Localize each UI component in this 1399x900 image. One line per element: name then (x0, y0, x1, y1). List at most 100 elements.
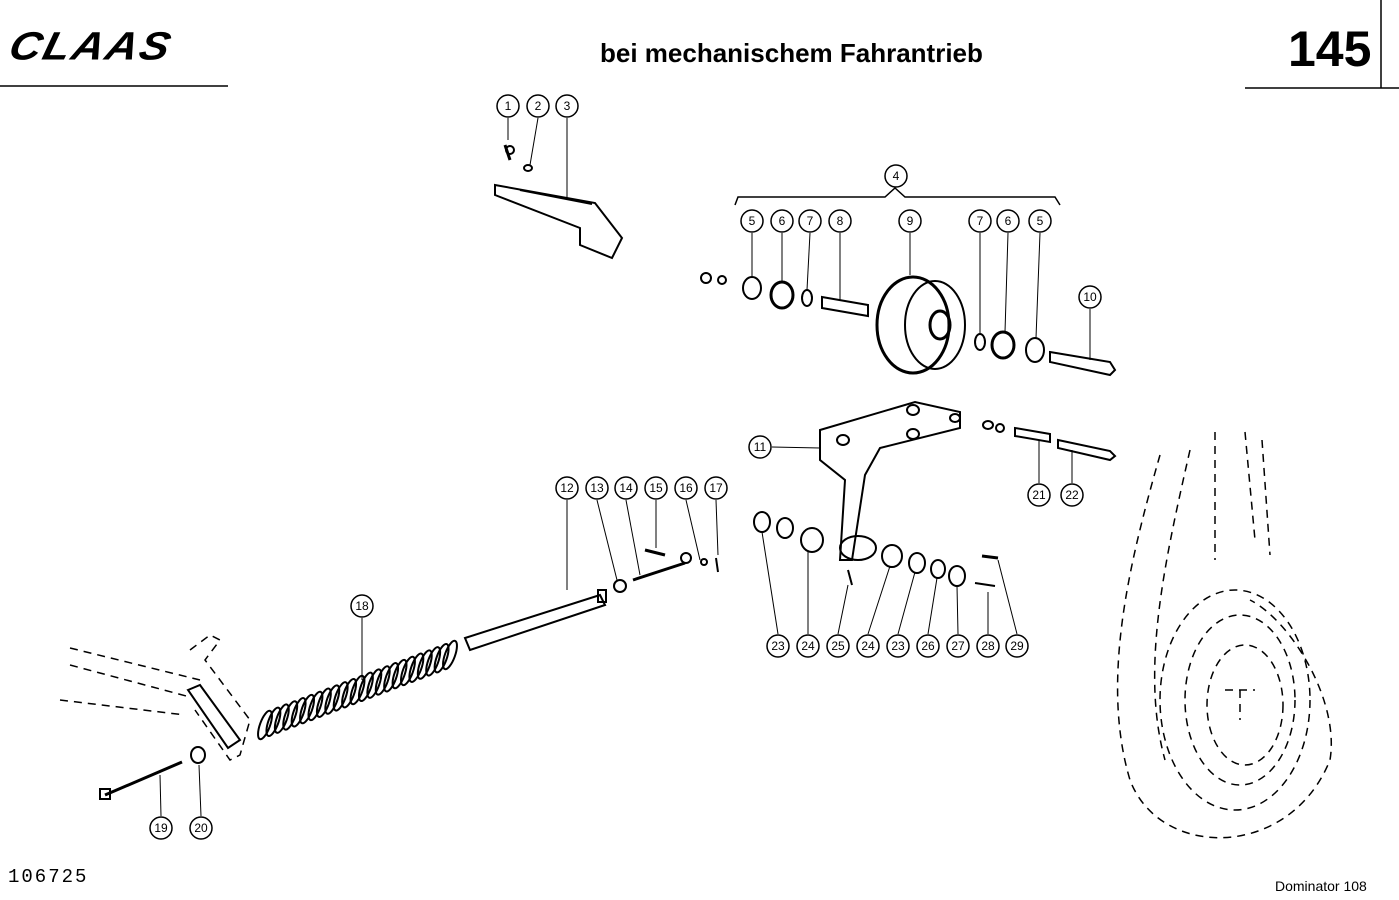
callout-2: 2 (526, 94, 550, 118)
callout-14: 14 (614, 476, 638, 500)
callout-20: 20 (189, 816, 213, 840)
callout-13: 13 (585, 476, 609, 500)
callout-label: 8 (837, 214, 844, 228)
callout-28: 28 (976, 634, 1000, 658)
callout-label: 26 (921, 639, 935, 653)
compression-spring (257, 639, 458, 741)
spring-coil (391, 658, 408, 690)
callout-label: 20 (194, 821, 208, 835)
page-title: bei mechanischem Fahrantrieb (600, 38, 983, 68)
pulley-assembly (700, 272, 1117, 377)
callout-5: 5 (740, 209, 764, 233)
callout-label: 24 (861, 639, 875, 653)
callout-label: 6 (779, 214, 786, 228)
spring-coil (290, 697, 307, 728)
callout-7: 7 (968, 209, 992, 233)
callout-11: 11 (748, 435, 772, 459)
callout-circle (740, 209, 764, 233)
tension-lever (819, 400, 1117, 561)
spring-coil (315, 687, 332, 718)
spring-coil (324, 684, 341, 715)
callout-22: 22 (1060, 483, 1084, 507)
callout-circle (189, 816, 213, 840)
callout-label: 22 (1065, 488, 1079, 502)
callout-3: 3 (555, 94, 579, 118)
callout-label: 9 (907, 214, 914, 228)
spring-coil (383, 662, 400, 693)
spring-coil (273, 703, 290, 734)
callout-circle (526, 94, 550, 118)
callout-label: 12 (560, 481, 574, 495)
callout-circle (828, 209, 852, 233)
group-brace-4 (734, 186, 1061, 206)
callout-6: 6 (770, 209, 794, 233)
callout-circle (1005, 634, 1029, 658)
callout-circle (149, 816, 173, 840)
spring-coil (299, 693, 316, 725)
callout-circle (1027, 483, 1051, 507)
callout-15: 15 (644, 476, 668, 500)
callout-label: 7 (977, 214, 984, 228)
spring-coil (307, 690, 324, 722)
callout-10: 10 (1078, 285, 1102, 309)
spring-coil (433, 642, 450, 674)
spring-coil (357, 671, 374, 703)
callout-label: 14 (619, 481, 633, 495)
callout-circle (884, 164, 908, 188)
callout-16: 16 (674, 476, 698, 500)
callout-circle (968, 209, 992, 233)
callout-label: 16 (679, 481, 693, 495)
drawing-number: 106725 (8, 866, 89, 888)
callout-circle (796, 634, 820, 658)
callout-label: 23 (771, 639, 785, 653)
spring-coil (341, 677, 358, 709)
spring-coil (399, 655, 416, 687)
leader-lines (159, 117, 1091, 817)
bushing-set (753, 511, 999, 587)
spring-coil (366, 668, 383, 699)
callout-label: 5 (1037, 214, 1044, 228)
spring-coil (265, 706, 282, 738)
callout-label: 7 (807, 214, 814, 228)
spring-coil (282, 700, 299, 731)
callout-circle (976, 634, 1000, 658)
spring-coil (257, 709, 273, 741)
callout-24: 24 (856, 634, 880, 658)
callout-label: 13 (590, 481, 604, 495)
callout-25: 25 (826, 634, 850, 658)
callout-label: 24 (801, 639, 815, 653)
callout-circle (748, 435, 772, 459)
callout-label: 2 (535, 99, 542, 113)
page-number: 145 (1288, 21, 1372, 77)
callout-circle (1078, 285, 1102, 309)
callout-label: 1 (505, 99, 512, 113)
bracket-assembly (494, 144, 624, 260)
callout-circle (555, 94, 579, 118)
spring-coil (416, 649, 433, 680)
callout-circle (1028, 209, 1052, 233)
callout-circle (350, 594, 374, 618)
callout-circle (1060, 483, 1084, 507)
spring-coil (349, 674, 366, 706)
callout-label: 19 (154, 821, 168, 835)
spring-coil (408, 652, 425, 683)
spring-coil (374, 665, 391, 696)
callout-label: 3 (564, 99, 571, 113)
callout-label: 15 (649, 481, 663, 495)
spring-coil (332, 681, 349, 712)
callout-5: 5 (1028, 209, 1052, 233)
callout-19: 19 (149, 816, 173, 840)
callout-8: 8 (828, 209, 852, 233)
callout-23: 23 (766, 634, 790, 658)
callout-circle (916, 634, 940, 658)
spring-coil (425, 646, 442, 677)
callout-label: 27 (951, 639, 965, 653)
callout-circle (674, 476, 698, 500)
callout-27: 27 (946, 634, 970, 658)
callout-label: 18 (355, 599, 369, 613)
spring-coil (442, 639, 458, 671)
callout-circle (996, 209, 1020, 233)
callout-circle (644, 476, 668, 500)
